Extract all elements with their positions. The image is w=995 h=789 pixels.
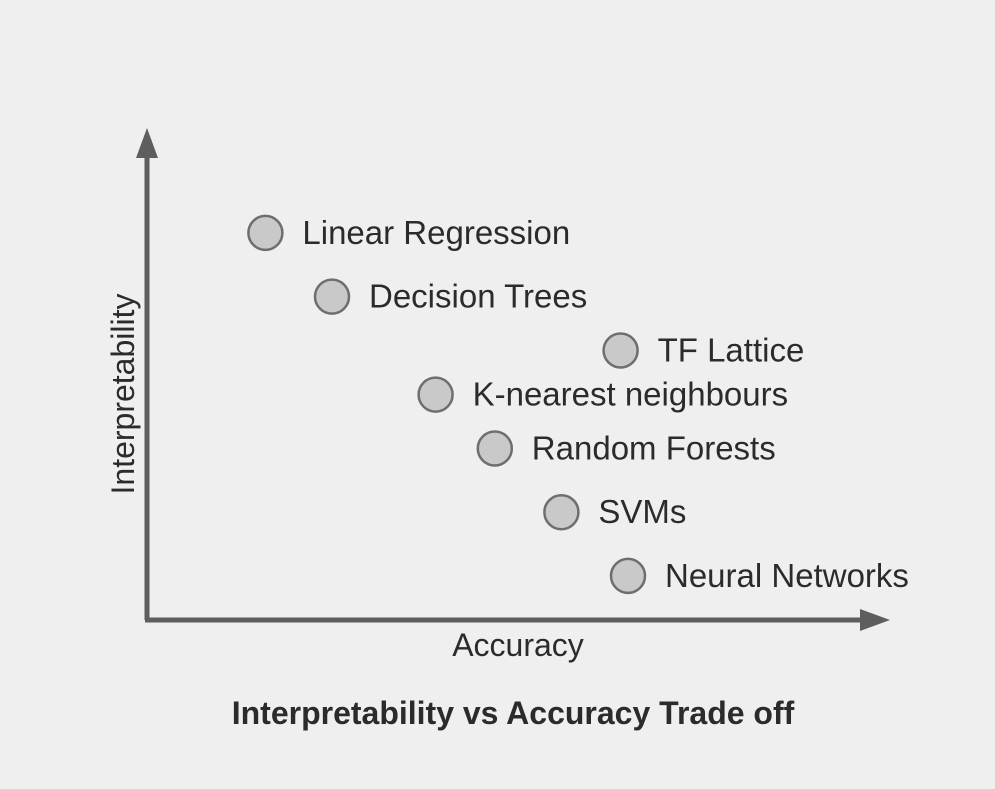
data-point: TF Lattice [602,332,805,369]
data-point: SVMs [543,493,686,531]
data-point-marker [247,214,284,252]
y-axis-label: Interpretability [105,294,141,495]
data-point-label: Neural Networks [665,557,909,594]
y-axis-arrow-icon [136,128,158,158]
data-point: Linear Regression [247,214,570,252]
data-point-marker [313,278,351,315]
data-point-marker [609,557,647,595]
data-point-label: SVMs [598,493,686,530]
data-point-label: K-nearest neighbours [473,376,789,413]
x-axis-arrow-icon [860,609,890,631]
data-point-label: Decision Trees [369,278,587,315]
data-point-marker [417,376,454,413]
data-point-label: Linear Regression [302,214,570,251]
data-point: Decision Trees [313,278,587,315]
data-point: K-nearest neighbours [417,376,789,413]
data-point: Random Forests [476,430,776,467]
data-point-marker [543,493,580,531]
x-axis-label: Accuracy [452,627,584,663]
data-point-label: Random Forests [532,430,776,467]
chart-title: Interpretability vs Accuracy Trade off [232,695,795,731]
data-point-label: TF Lattice [658,332,805,369]
data-point: Neural Networks [609,557,909,595]
data-point-marker [602,332,639,369]
data-point-marker [476,430,514,467]
